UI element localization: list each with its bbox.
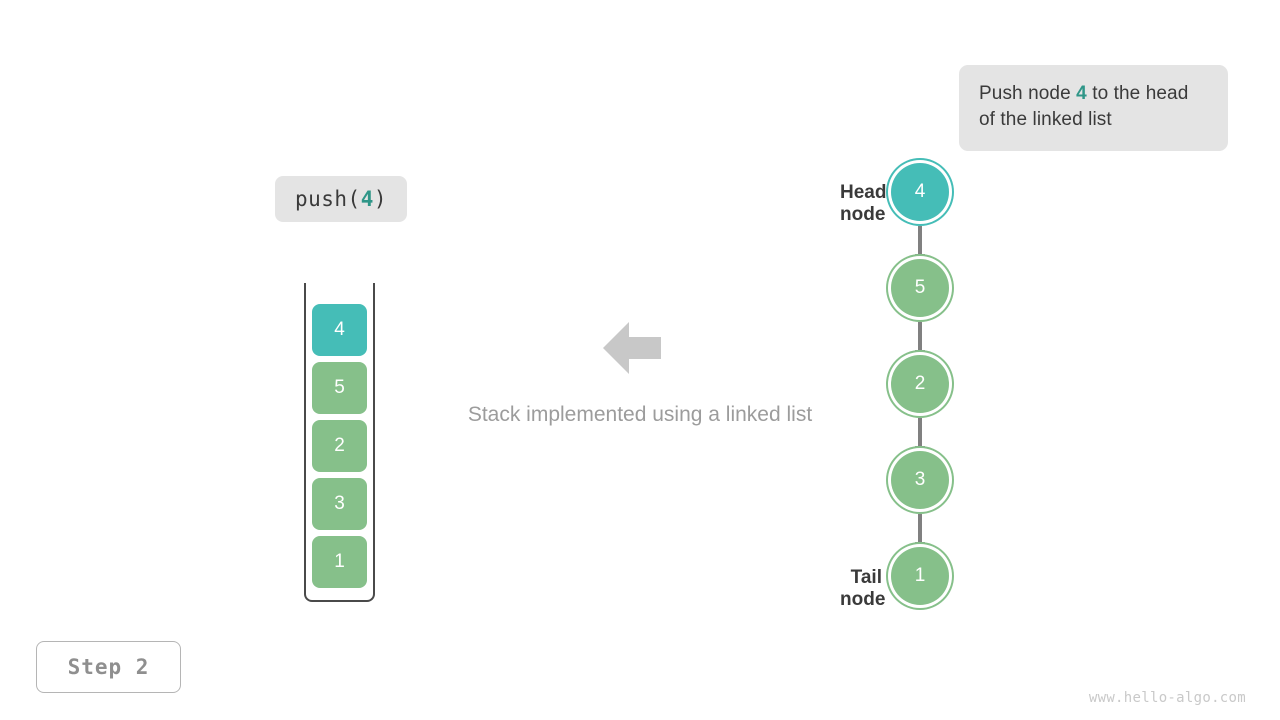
callout-text-before: Push node [979, 83, 1077, 104]
step-badge: Step 2 [36, 641, 181, 693]
callout-accent-value: 4 [1076, 83, 1087, 104]
stack-cell-value: 1 [334, 551, 345, 572]
tail-node-label: Tail node [840, 567, 886, 610]
stack-cell-value: 3 [334, 493, 345, 514]
watermark: www.hello-algo.com [1088, 690, 1246, 706]
list-node-value: 1 [914, 565, 926, 586]
linked-list: Head node 4 5 2 3 [760, 150, 980, 620]
list-node-value: 5 [914, 277, 926, 298]
operation-argument: 4 [360, 187, 374, 211]
stack-container: 4 5 2 3 1 [304, 283, 375, 602]
left-arrow-icon [601, 317, 663, 379]
diagram-caption: Stack implemented using a linked list [0, 403, 1280, 427]
list-node: 1 [891, 547, 949, 605]
stack-cell-value: 5 [334, 377, 345, 398]
list-node: 3 [891, 451, 949, 509]
operation-close-paren: ) [373, 187, 388, 211]
callout-push-description: Push node 4 to the head of the linked li… [959, 65, 1228, 151]
operation-name: push [294, 187, 348, 211]
operation-open-paren: ( [347, 187, 361, 211]
stack-cell: 4 [312, 304, 367, 356]
head-node-label: Head node [840, 182, 887, 225]
list-node-value: 2 [914, 373, 926, 394]
step-badge-label: Step 2 [67, 655, 150, 679]
stack-cell-value: 4 [334, 319, 345, 340]
stack-cell: 3 [312, 478, 367, 530]
stack-cell: 5 [312, 362, 367, 414]
stack-cell: 2 [312, 420, 367, 472]
list-node: 5 [891, 259, 949, 317]
stack-cell: 1 [312, 536, 367, 588]
list-node: 4 [891, 163, 949, 221]
callout-text-after: to the head of the linked list [979, 83, 1189, 130]
list-node-value: 3 [914, 469, 926, 490]
stack-cell-list: 4 5 2 3 1 [304, 283, 375, 602]
operation-chip-push: push(4) [275, 176, 407, 222]
caption-text: Stack implemented using a linked list [467, 403, 813, 426]
stack-frame-outline [304, 283, 375, 602]
list-node-value: 4 [914, 181, 926, 202]
stack-cell-value: 2 [334, 435, 345, 456]
list-node: 2 [891, 355, 949, 413]
